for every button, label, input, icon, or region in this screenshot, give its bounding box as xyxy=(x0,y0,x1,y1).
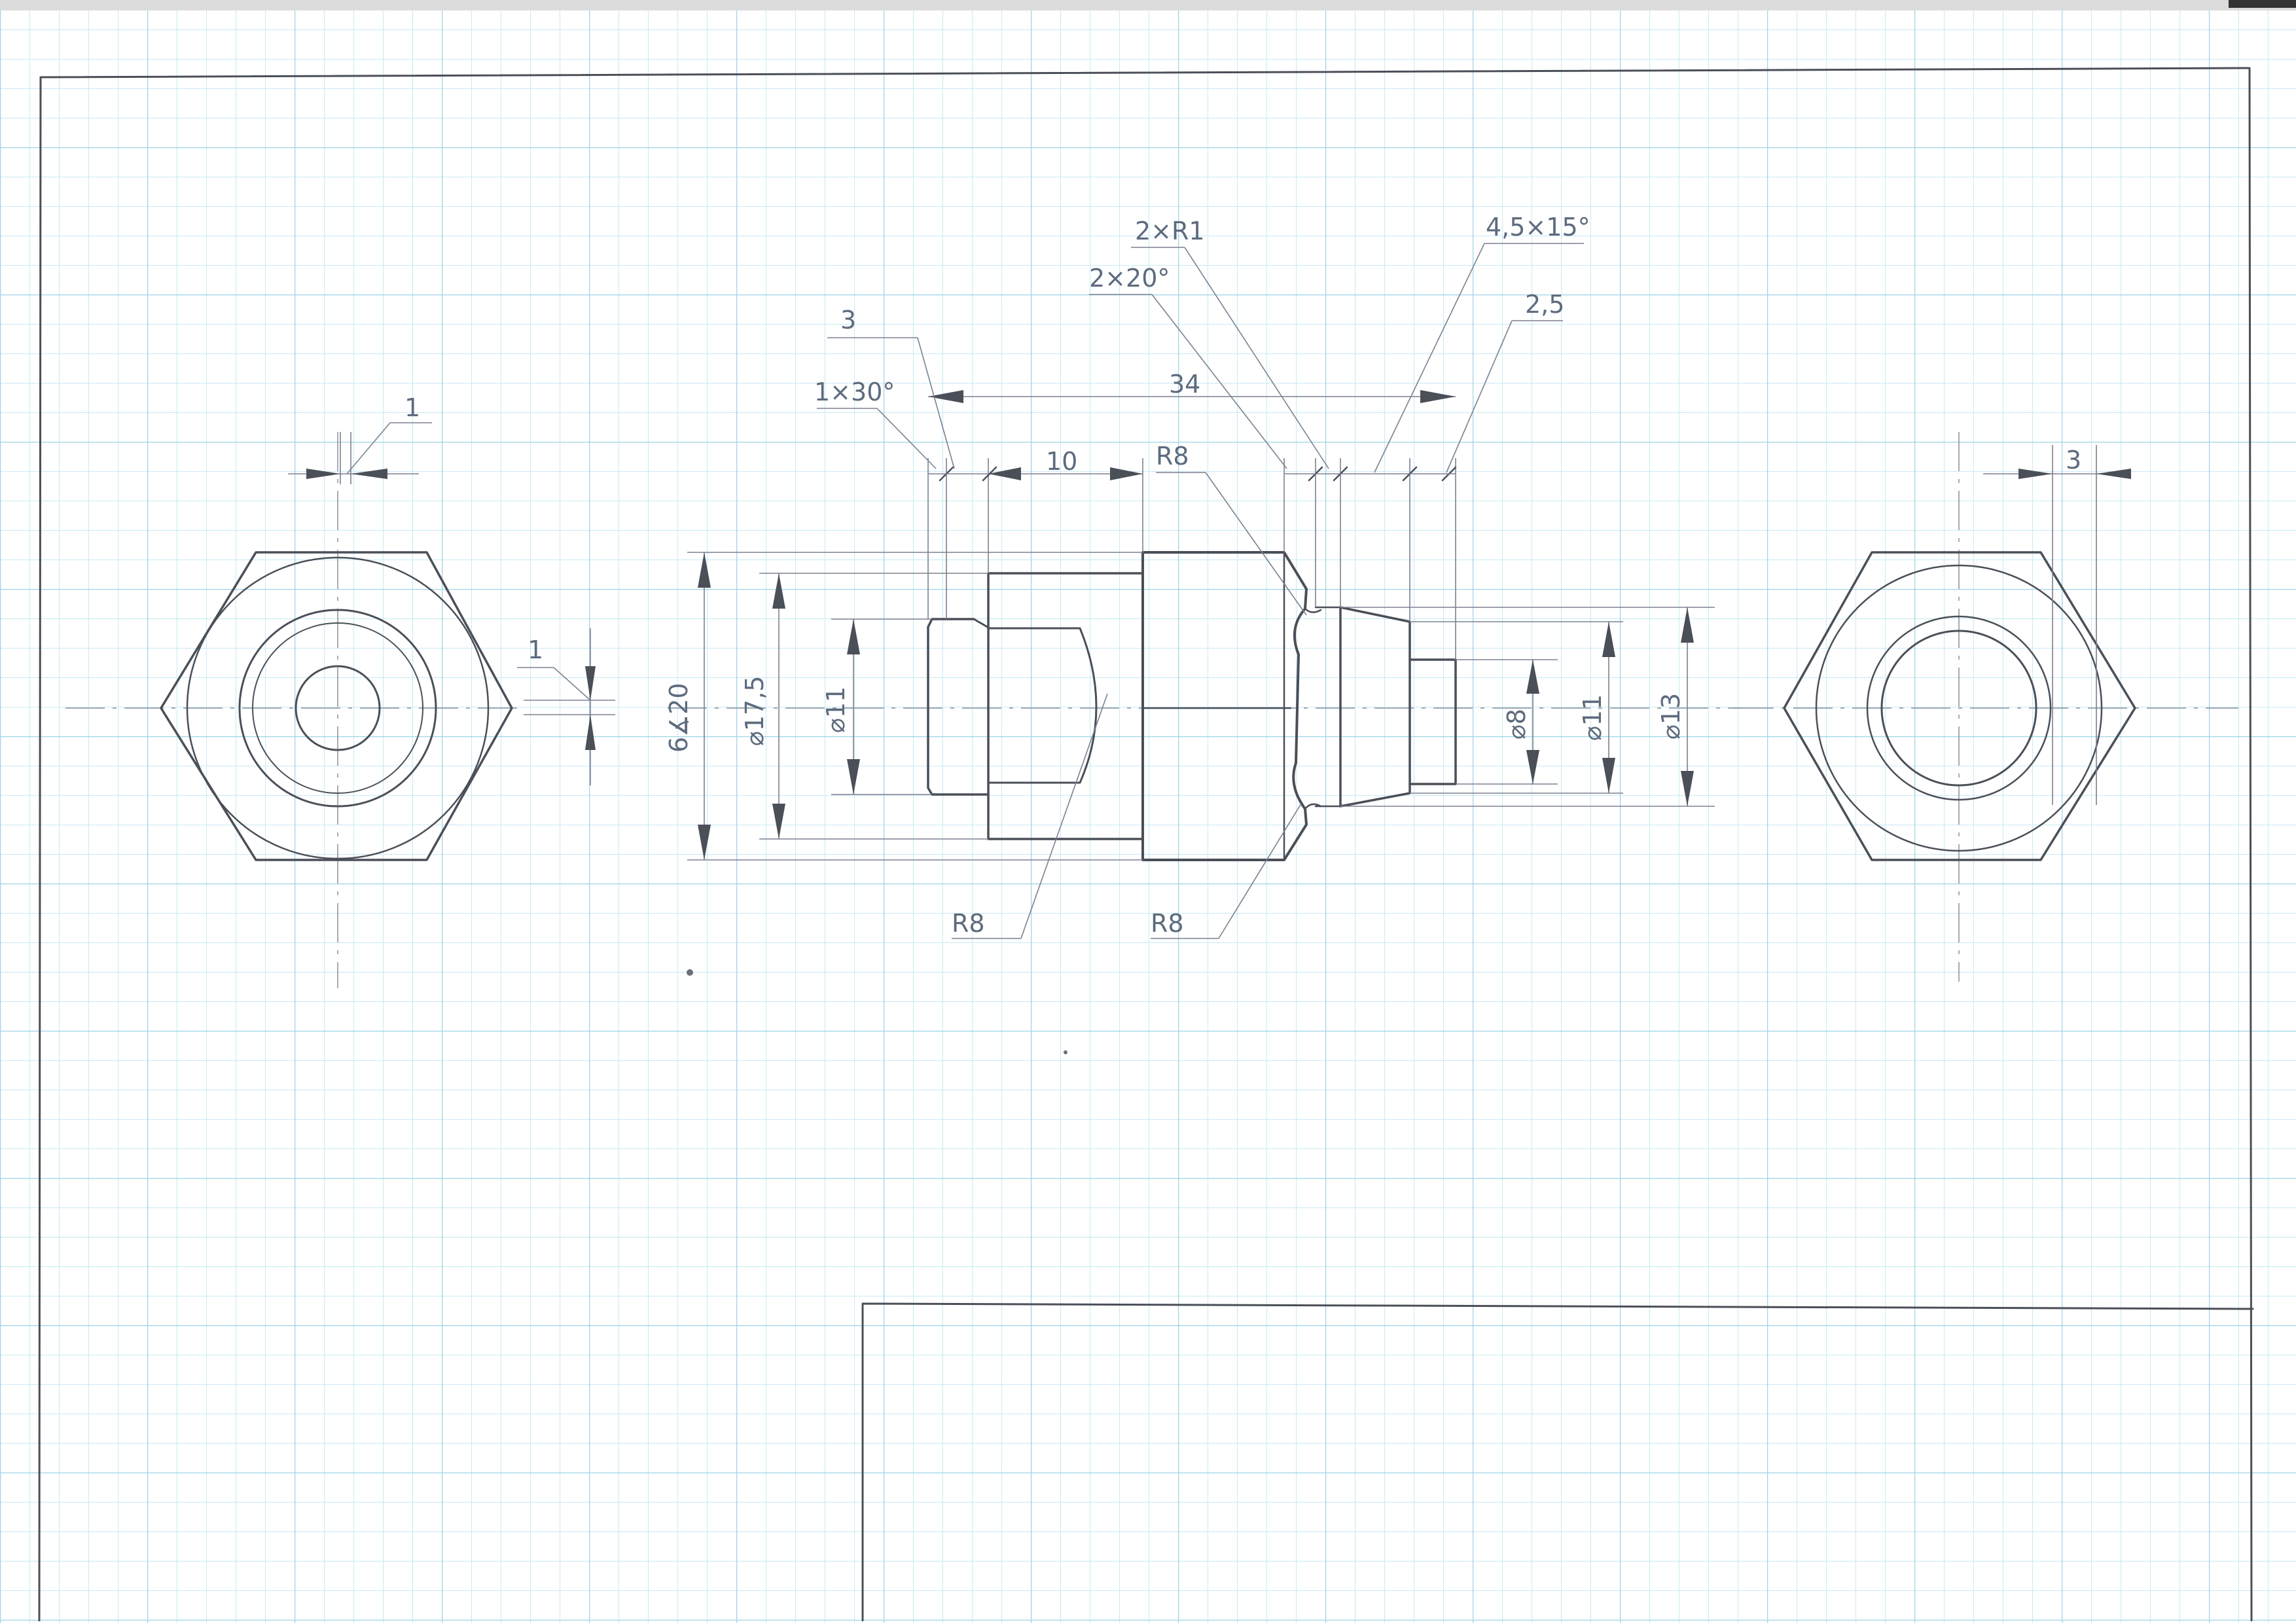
left-view-top-dim: 1 xyxy=(404,393,420,422)
dim-neck-length: 3 xyxy=(840,306,856,334)
title-block xyxy=(861,1302,2254,1622)
dim-shank-length: 10 xyxy=(1046,447,1077,476)
dim-radius-top: R8 xyxy=(1156,442,1189,471)
grid-paper xyxy=(0,9,2296,1623)
right-end-view: 3 xyxy=(1734,432,2238,982)
right-view-top-dim: 3 xyxy=(2066,446,2081,474)
dim-overall-length: 34 xyxy=(1169,370,1200,399)
dim-hex-size: 6∡20 xyxy=(664,683,693,753)
pencil-speck xyxy=(687,969,693,976)
dim-shank-diameter: ⌀11 xyxy=(821,687,850,733)
left-view-side-dim: 1 xyxy=(528,635,543,664)
dim-pin-diameter: ⌀8 xyxy=(1502,709,1531,740)
dim-thread-diameter: ⌀11 xyxy=(1578,694,1607,741)
dim-radius-bottom-right: R8 xyxy=(1151,909,1184,938)
main-side-view: 34 10 3 1×30° 2×R1 2×20° xyxy=(664,213,1741,939)
top-right-scan-mark xyxy=(2229,0,2296,8)
left-end-view: 1 1 xyxy=(65,393,615,988)
dim-chamfer-right: 4,5×15° xyxy=(1486,213,1590,241)
dim-undercut-radius: 2×R1 xyxy=(1135,217,1205,245)
dim-undercut-angle: 2×20° xyxy=(1089,264,1170,293)
drawing-frame xyxy=(38,67,2253,1622)
top-scan-edge xyxy=(0,0,2296,10)
dim-outer-diameter: ⌀13 xyxy=(1657,693,1685,740)
dim-chamfer-left: 1×30° xyxy=(814,378,895,406)
dim-radius-bottom-left: R8 xyxy=(952,909,985,938)
pencil-speck xyxy=(1064,1050,1067,1054)
dim-collar-diameter: ⌀17,5 xyxy=(740,676,769,747)
dim-thread-runout: 2,5 xyxy=(1525,290,1564,319)
